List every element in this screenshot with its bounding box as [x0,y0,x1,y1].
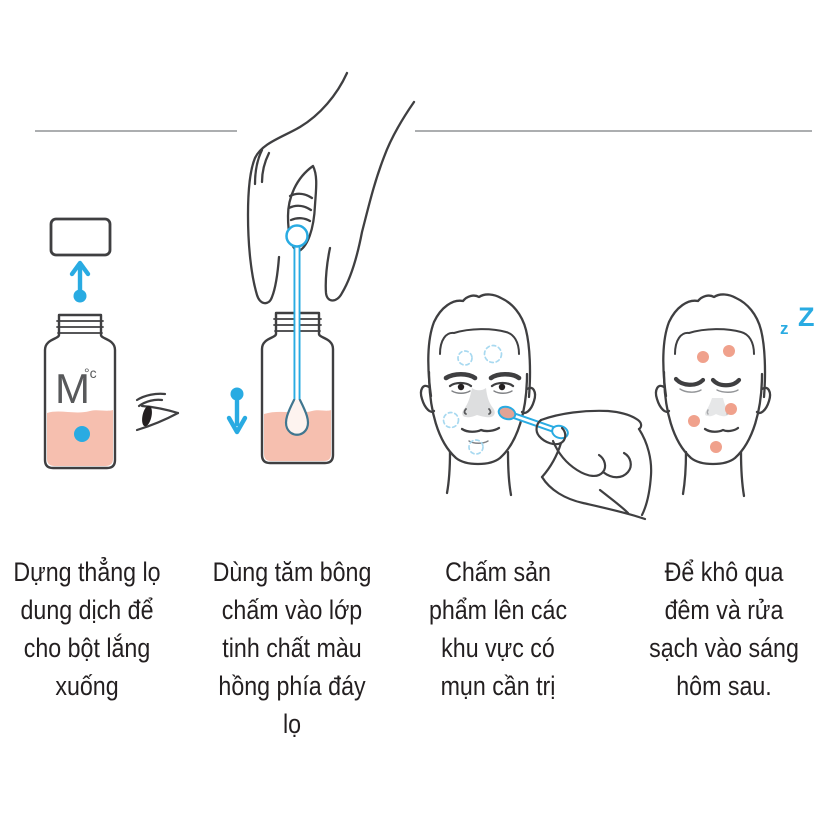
hairline [439,328,520,355]
caption-line: dung dịch để [20,595,154,625]
applying-hand [535,409,653,521]
right-eyebrow [488,371,522,381]
step1-illustration: M °c [43,217,180,470]
sleep-z-large: Z [798,302,815,332]
swab-bottom-bulb [284,398,310,436]
caption-line: cho bột lắng [23,633,151,663]
step1-caption: Dựng thẳng lọ dung dịch để cho bột lắng … [5,553,168,705]
caption-line: chấm vào lớp [221,595,363,625]
bottle-brand-degree: °c [84,365,97,381]
caption-line: phẩm lên các [428,595,568,625]
cotton-swab-applicator [497,405,569,440]
left-eye [448,381,473,388]
caption-line: mụn cần trị [440,671,556,701]
bottle-brand-letter: M [55,365,90,412]
neck [681,450,688,496]
step3-caption: Chấm sản phẩm lên các khu vực có mụn cần… [416,553,579,705]
neck [445,450,452,495]
face-illustration [419,293,537,497]
caption-line: Dựng thẳng lọ [13,557,161,587]
closed-left-eye [673,376,706,387]
step4-illustration: z Z [654,293,815,498]
cotton-swab [284,224,310,436]
swab-top-bulb [285,224,309,248]
treated-spots [688,345,737,453]
hair [427,293,532,399]
neck [739,450,746,498]
acne-target-circles [442,344,503,455]
mouth [460,426,501,433]
caption-line: Dùng tăm bông [212,557,372,587]
right-eye [490,381,515,388]
bottle-cap-icon [49,217,112,257]
arrow-up-icon [69,260,91,303]
sleeping-face-illustration [654,293,772,498]
hairline [674,328,755,355]
step2-caption: Dùng tăm bông chấm vào lớp tinh chất màu… [210,553,373,743]
right-ear [520,386,537,415]
hair [662,293,767,399]
caption-line: tinh chất màu [222,633,362,663]
eye-icon [135,392,180,432]
left-ear [419,384,436,413]
step3-illustration [419,293,653,521]
left-ear [654,384,671,413]
caption-line: xuống [55,671,119,701]
step4-caption: Để khô qua đêm và rửa sạch vào sáng hôm … [642,553,805,705]
caption-line: lọ [282,709,302,739]
closed-right-eye [710,377,742,388]
left-eyebrow [443,371,478,381]
settled-powder-dot [74,426,90,442]
arrow-down-icon [226,387,248,435]
caption-line: Chấm sản [445,557,551,587]
nose [704,398,730,417]
caption-line: hồng phía đáy [218,671,366,701]
neck [506,450,513,497]
right-ear [755,386,772,415]
mouth [703,426,740,433]
sleep-z-small: z [780,319,789,338]
caption-line: Để khô qua [664,557,784,587]
swab-tip-with-product [497,405,517,421]
step2-illustration [226,71,416,465]
bottle-icon: M °c [43,313,117,470]
face-outline [662,370,764,466]
caption-line: khu vực có [441,633,555,663]
nose [462,388,495,418]
sleep-zzz-icon: z Z [780,302,815,338]
caption-line: sạch vào sáng [649,633,799,663]
caption-line: đêm và rửa [664,595,784,625]
caption-line: hôm sau. [676,671,772,701]
hand-holding-swab [246,71,416,305]
